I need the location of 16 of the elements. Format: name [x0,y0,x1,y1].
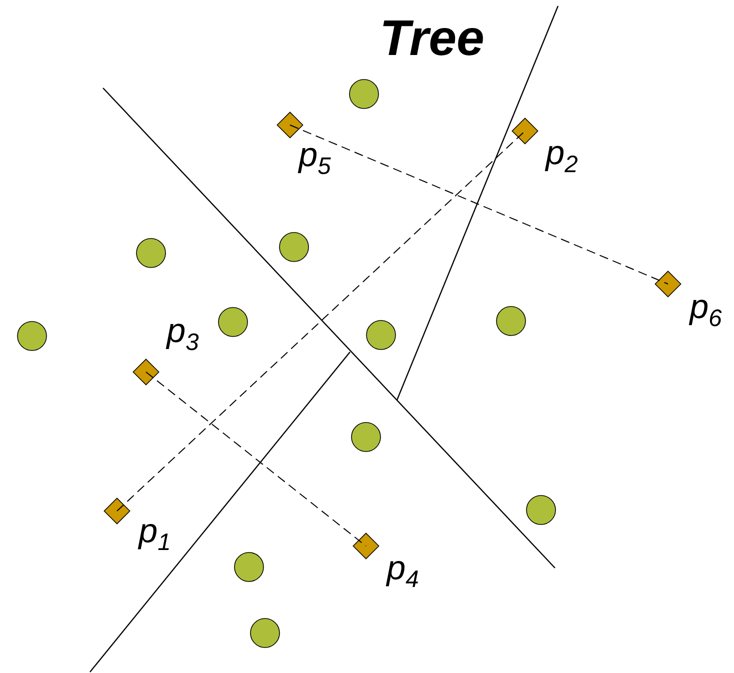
dashed-line [116,130,526,512]
point-label: p$_{4}$ [386,560,418,588]
dashed-line [146,372,366,546]
point-label: p$_{2}$ [544,146,578,172]
point-label: p$_{6}$ [688,300,722,326]
point-marker [104,498,130,524]
point-marker [276,112,304,138]
dashed-line [290,124,668,284]
point-marker [654,270,682,298]
point-marker [512,118,538,144]
point-label: p$_{3}$ [166,324,199,350]
point-label: p$_{5}$ [298,148,331,174]
point-label: p$_{1}$ [138,524,169,550]
point-marker [352,532,380,560]
title: Tree [383,20,483,56]
point-marker [132,358,160,386]
